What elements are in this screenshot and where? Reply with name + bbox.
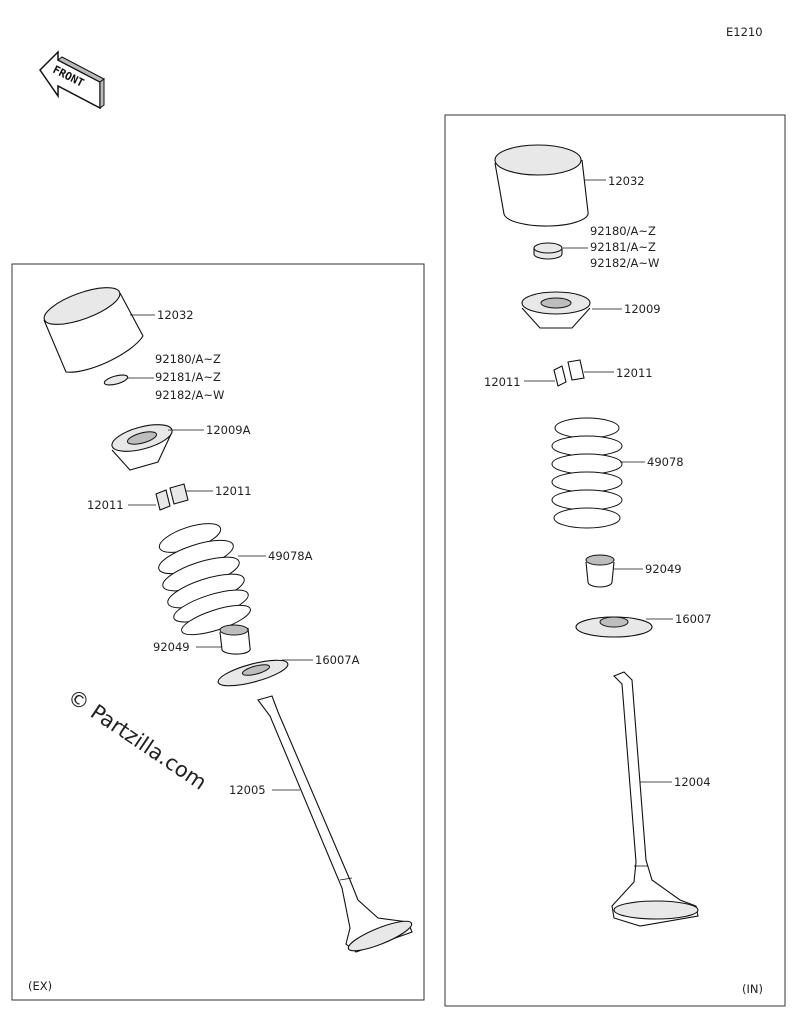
in-callout-shim-c: 92182/A~W (590, 256, 659, 270)
diagram-id: E1210 (726, 25, 763, 39)
ex-seal (219, 624, 251, 655)
in-callout-valve: 12004 (674, 775, 711, 789)
ex-spring (158, 523, 251, 636)
in-callout-retainer: 12009 (624, 302, 661, 316)
ex-shim (103, 374, 129, 386)
ex-tappet (43, 287, 144, 373)
in-seal (585, 554, 615, 588)
in-panel-frame (444, 114, 786, 1007)
ex-callout-cotter-right: 12011 (215, 484, 252, 498)
in-panel-label: (IN) (742, 982, 763, 996)
in-seat (575, 616, 653, 638)
ex-callout-retainer: 12009A (206, 423, 251, 437)
ex-callout-valve: 12005 (229, 783, 266, 797)
ex-callout-cotter-left: 12011 (87, 498, 124, 512)
ex-callout-seat: 16007A (315, 653, 360, 667)
in-callout-seat: 16007 (675, 612, 712, 626)
in-callout-seal: 92049 (645, 562, 682, 576)
ex-panel-label: (EX) (28, 979, 52, 993)
ex-callout-seal: 92049 (153, 640, 190, 654)
in-cotters (553, 359, 585, 387)
in-spring (551, 417, 623, 529)
in-callout-spring: 49078 (647, 455, 684, 469)
in-valve (611, 671, 699, 927)
ex-callout-shim-b: 92181/A~Z (155, 370, 221, 384)
ex-panel-frame (11, 263, 425, 1001)
in-callout-shim-a: 92180/A~Z (590, 224, 656, 238)
in-callout-tappet: 12032 (608, 174, 645, 188)
in-shim (533, 242, 563, 260)
ex-callout-spring: 49078A (268, 549, 313, 563)
ex-seat (217, 659, 289, 687)
ex-callout-shim-c: 92182/A~W (155, 388, 224, 402)
ex-retainer (111, 424, 173, 471)
ex-cotters (155, 483, 189, 511)
in-callout-cotter-right: 12011 (616, 366, 653, 380)
watermark: © Partzilla.com (63, 684, 211, 795)
in-tappet (494, 144, 589, 227)
front-arrow-icon: FRONT (39, 50, 105, 110)
ex-callout-tappet: 12032 (157, 308, 194, 322)
ex-callout-shim-a: 92180/A~Z (155, 352, 221, 366)
in-callout-shim-b: 92181/A~Z (590, 240, 656, 254)
ex-valve (257, 695, 413, 953)
in-retainer (521, 291, 591, 329)
in-callout-cotter-left: 12011 (484, 375, 521, 389)
